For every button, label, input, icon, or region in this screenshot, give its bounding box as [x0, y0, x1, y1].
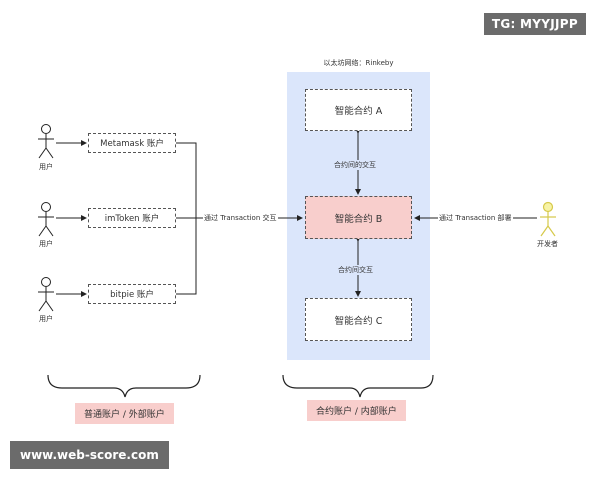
- developer-figure: [540, 201, 556, 237]
- developer-label: 开发者: [537, 240, 558, 248]
- user-figure-3: [38, 277, 54, 312]
- account-box-imtoken: imToken 账户: [88, 208, 176, 228]
- user-label-1: 用户: [39, 163, 53, 171]
- user-figure-1: [38, 124, 54, 159]
- edge-label-b-c: 合约间交互: [337, 265, 374, 275]
- edge-label-users-to-b: 通过 Transaction 交互: [203, 213, 278, 223]
- group-tag-contract-accounts: 合约账户 / 内部账户: [307, 400, 406, 421]
- brace-contract: [282, 374, 434, 398]
- account-box-bitpie: bitpie 账户: [88, 284, 176, 304]
- network-title: 以太坊网络：Rinkeby: [323, 59, 394, 67]
- user-label-3: 用户: [39, 315, 53, 323]
- edge-label-developer-to-b: 通过 Transaction 部署: [438, 213, 513, 223]
- contract-box-b: 智能合约 B: [305, 196, 412, 239]
- user-label-2: 用户: [39, 240, 53, 248]
- account-box-metamask: Metamask 账户: [88, 133, 176, 153]
- contract-box-c: 智能合约 C: [305, 298, 412, 341]
- edge-label-a-b: 合约间的交互: [333, 160, 377, 170]
- brace-external: [47, 374, 201, 398]
- site-watermark: www.web-score.com: [10, 441, 169, 469]
- user-figure-2: [38, 202, 54, 237]
- contract-box-a: 智能合约 A: [305, 89, 412, 131]
- tg-watermark: TG: MYYJJPP: [483, 13, 586, 35]
- group-tag-external-accounts: 普通账户 / 外部账户: [75, 403, 174, 424]
